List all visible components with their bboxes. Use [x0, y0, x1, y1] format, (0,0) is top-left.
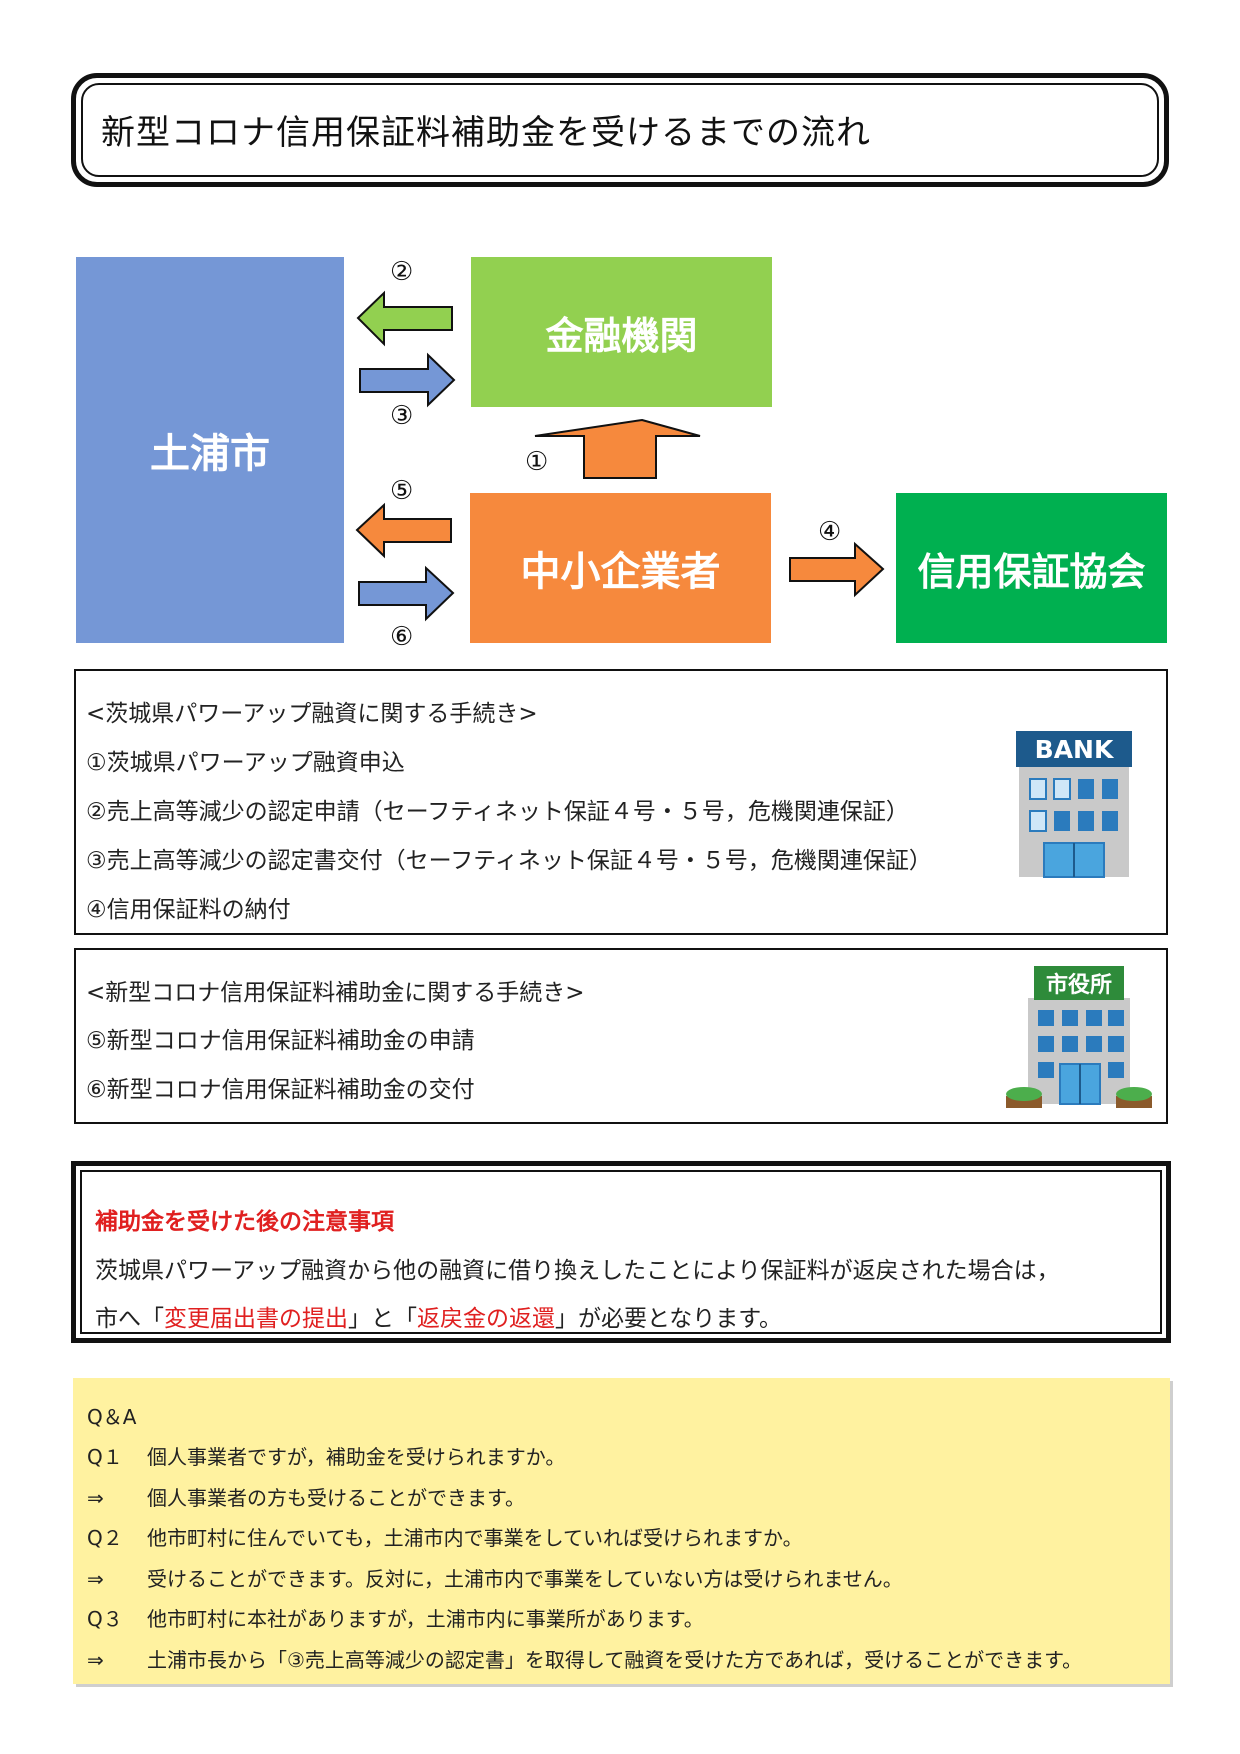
- caution-line-1: 茨城県パワーアップ融資から他の融資に借り換えしたことにより保証料が返戻された場合…: [95, 1258, 1060, 1284]
- step-number-6: ⑥: [390, 622, 414, 652]
- procedure-loan-item-4: ④信用保証料の納付: [86, 897, 291, 923]
- qa-row: Q２ 他市町村に住んでいても，土浦市内で事業をしていれば受けられますか。: [87, 1522, 803, 1551]
- procedure-subsidy-header: <新型コロナ信用保証料補助金に関する手続き>: [86, 980, 585, 1006]
- page-title: 新型コロナ信用保証料補助金を受けるまでの流れ: [101, 113, 871, 153]
- qa-text: 受けることができます。反対に，土浦市内で事業をしていない方は受けられません。: [147, 1567, 903, 1591]
- qa-label: Q３: [87, 1607, 123, 1631]
- procedure-subsidy-item-6: ⑥新型コロナ信用保証料補助金の交付: [86, 1077, 475, 1103]
- city-hall-building-icon: 市役所: [1006, 966, 1152, 1108]
- caution-highlight-change-notice: 変更届出書の提出: [164, 1306, 348, 1332]
- city-hall-icon-label: 市役所: [1046, 972, 1112, 998]
- title-frame: 新型コロナ信用保証料補助金を受けるまでの流れ: [71, 73, 1169, 187]
- step-number-4: ④: [818, 517, 842, 547]
- bank-building-icon: BANK: [1016, 731, 1132, 878]
- step-number-2: ②: [390, 257, 414, 287]
- caution-line-2: 市へ「変更届出書の提出」と「返戻金の返還」が必要となります。: [95, 1299, 782, 1333]
- qa-text: 土浦市長から「③売上高等減少の認定書」を取得して融資を受けた方であれば，受けるこ…: [147, 1648, 1083, 1672]
- caution-title: 補助金を受けた後の注意事項: [95, 1209, 394, 1235]
- procedure-box-subsidy: <新型コロナ信用保証料補助金に関する手続き> ⑤新型コロナ信用保証料補助金の申請…: [74, 948, 1168, 1124]
- procedure-loan-item-3: ③売上高等減少の認定書交付（セーフティネット保証４号・５号，危機関連保証）: [86, 848, 932, 874]
- arrow-step-4: [789, 541, 885, 598]
- caution-text-c: 」と「: [348, 1306, 417, 1332]
- procedure-loan-header: <茨城県パワーアップ融資に関する手続き>: [86, 701, 538, 727]
- caution-text-a: 市へ「: [95, 1306, 164, 1332]
- caution-frame: 補助金を受けた後の注意事項 茨城県パワーアップ融資から他の融資に借り換えしたこと…: [71, 1161, 1171, 1343]
- qa-section: Q＆A Q１ 個人事業者ですが，補助金を受けられますか。 ⇒ 個人事業者の方も受ける…: [73, 1378, 1170, 1684]
- step-number-5: ⑤: [390, 476, 414, 506]
- arrow-step-2: [356, 290, 453, 347]
- qa-label: ⇒: [87, 1648, 104, 1672]
- qa-title: Q＆A: [87, 1405, 137, 1429]
- caution-inner-frame: 補助金を受けた後の注意事項 茨城県パワーアップ融資から他の融資に借り換えしたこと…: [80, 1170, 1162, 1334]
- qa-text: 個人事業者の方も受けることができます。: [147, 1486, 525, 1510]
- qa-label: ⇒: [87, 1486, 104, 1510]
- step-number-3: ③: [390, 401, 414, 431]
- sme-box: 中小企業者: [470, 493, 771, 643]
- procedure-subsidy-item-5: ⑤新型コロナ信用保証料補助金の申請: [86, 1028, 475, 1054]
- qa-label: Q１: [87, 1445, 123, 1469]
- qa-text: 他市町村に住んでいても，土浦市内で事業をしていれば受けられますか。: [147, 1526, 803, 1550]
- qa-row: ⇒ 受けることができます。反対に，土浦市内で事業をしていない方は受けられません。: [87, 1563, 903, 1592]
- arrow-step-6: [358, 565, 455, 622]
- procedure-loan-item-1: ①茨城県パワーアップ融資申込: [86, 750, 405, 776]
- city-box: 土浦市: [76, 257, 344, 643]
- arrow-step-3: [359, 352, 456, 408]
- financial-institution-box: 金融機関: [471, 257, 772, 407]
- arrow-step-5: [355, 502, 452, 559]
- procedure-loan-item-2: ②売上高等減少の認定申請（セーフティネット保証４号・５号，危機関連保証）: [86, 799, 909, 825]
- qa-label: Q２: [87, 1526, 123, 1550]
- flow-arrows: [355, 290, 885, 622]
- title-inner-frame: 新型コロナ信用保証料補助金を受けるまでの流れ: [81, 83, 1159, 177]
- qa-row: ⇒ 個人事業者の方も受けることができます。: [87, 1482, 525, 1511]
- qa-row: ⇒ 土浦市長から「③売上高等減少の認定書」を取得して融資を受けた方であれば，受ける…: [87, 1644, 1082, 1673]
- qa-text: 他市町村に本社がありますが，土浦市内に事業所があります。: [147, 1607, 704, 1631]
- credit-guarantee-box: 信用保証協会: [896, 493, 1167, 643]
- qa-row: Q１ 個人事業者ですが，補助金を受けられますか。: [87, 1441, 565, 1470]
- qa-row: Q３ 他市町村に本社がありますが，土浦市内に事業所があります。: [87, 1603, 704, 1632]
- arrow-step-1: [534, 418, 701, 479]
- qa-text: 個人事業者ですが，補助金を受けられますか。: [147, 1445, 566, 1469]
- caution-highlight-refund-return: 返戻金の返還: [417, 1306, 555, 1332]
- caution-text-e: 」が必要となります。: [555, 1306, 783, 1332]
- qa-label: ⇒: [87, 1567, 104, 1591]
- bank-icon-label: BANK: [1035, 735, 1115, 764]
- procedure-box-loan: <茨城県パワーアップ融資に関する手続き> ①茨城県パワーアップ融資申込 ②売上高…: [74, 669, 1168, 935]
- step-number-1: ①: [525, 447, 549, 477]
